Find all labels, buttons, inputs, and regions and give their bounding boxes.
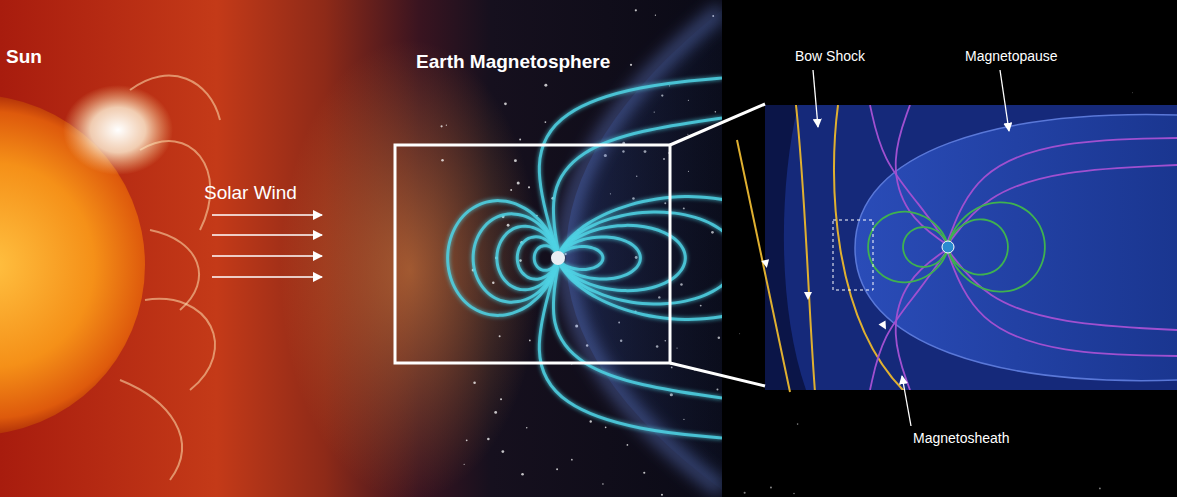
imf-lines <box>737 105 905 392</box>
field-line <box>948 165 1177 244</box>
magnetosheath-region <box>784 105 1177 390</box>
star <box>529 340 531 342</box>
field-line <box>553 266 722 398</box>
star <box>466 439 468 441</box>
star <box>571 459 573 461</box>
star <box>517 182 520 185</box>
star <box>473 381 476 384</box>
star <box>487 438 490 441</box>
solar-wind-arrows <box>212 215 322 277</box>
star <box>602 483 604 485</box>
region-label: Bow Shock <box>795 48 865 64</box>
star <box>793 493 794 494</box>
direction-arrows <box>761 259 889 331</box>
field-line <box>947 251 1177 356</box>
star <box>492 282 494 284</box>
magnetopause-line <box>855 115 1177 381</box>
star <box>528 186 530 188</box>
star <box>545 121 547 123</box>
body-label: Sun <box>6 46 42 68</box>
magnetosphere-region <box>566 10 722 490</box>
field-line <box>539 78 722 248</box>
star <box>519 259 522 262</box>
star <box>499 335 501 337</box>
star <box>643 472 645 474</box>
star <box>521 473 524 476</box>
star <box>441 125 443 127</box>
star <box>507 224 510 227</box>
star <box>494 411 497 414</box>
star <box>605 427 607 429</box>
field-line <box>949 202 1045 291</box>
field-line <box>553 118 722 250</box>
magnetopause-region <box>855 115 1177 381</box>
star <box>661 494 663 496</box>
field-line <box>539 268 722 438</box>
star <box>770 486 772 488</box>
field-line <box>896 250 946 390</box>
star <box>519 138 521 140</box>
star <box>744 492 746 494</box>
star <box>627 444 629 446</box>
region-label: Magnetosheath <box>913 430 1010 446</box>
star <box>446 125 447 126</box>
field-line <box>949 219 1008 274</box>
field-line <box>896 105 946 244</box>
star <box>510 189 512 191</box>
star <box>1132 92 1134 94</box>
star <box>526 427 528 429</box>
star <box>1099 488 1101 490</box>
zoom-line <box>670 104 765 145</box>
panel-background <box>722 0 1177 497</box>
star <box>441 159 444 162</box>
field-line <box>947 138 1177 243</box>
leader-lines <box>813 70 1009 426</box>
star <box>590 420 592 422</box>
field-line <box>948 250 1177 330</box>
field-lines <box>868 105 1177 390</box>
flow-label: Solar Wind <box>204 182 297 204</box>
earth <box>942 241 954 253</box>
earth <box>551 251 565 265</box>
solar-wind-region <box>765 105 1177 390</box>
star <box>464 464 465 465</box>
star <box>504 102 507 105</box>
cme-haze <box>280 40 540 497</box>
magnetosphere-boundary <box>566 10 722 490</box>
field-line <box>560 197 722 320</box>
field-line <box>870 105 946 242</box>
zoom-box <box>395 145 670 363</box>
star <box>635 9 637 11</box>
star <box>630 64 632 66</box>
field-line <box>903 227 948 267</box>
solar-flare <box>63 85 173 175</box>
region-label: Magnetopause <box>965 48 1058 64</box>
star <box>797 423 799 425</box>
field-lines <box>448 78 722 438</box>
star <box>739 333 741 335</box>
star <box>655 15 656 16</box>
star <box>514 159 517 162</box>
star <box>500 398 502 400</box>
star <box>556 468 558 470</box>
zoom-line <box>670 363 765 386</box>
dotted-box <box>833 220 873 290</box>
panel-title: Earth Magnetosphere <box>416 51 610 73</box>
star <box>501 450 504 453</box>
field-line <box>448 201 557 316</box>
star <box>544 84 547 87</box>
field-line <box>870 252 946 390</box>
field-line <box>868 212 947 283</box>
